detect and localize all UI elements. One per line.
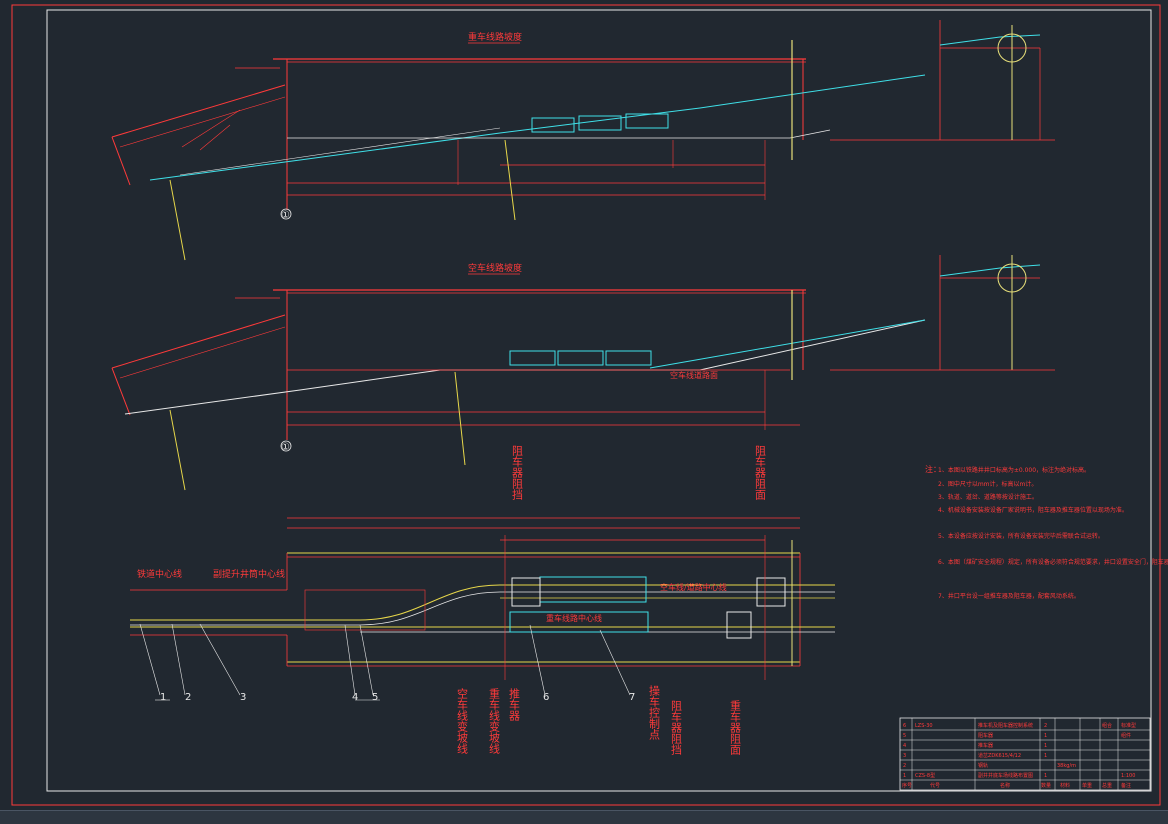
status-bar (0, 810, 1168, 824)
vlabel-3: 推车器 (508, 687, 521, 722)
axis-mark-top: ① (281, 210, 290, 221)
tb-r1-note: 标准型 (1121, 722, 1136, 729)
vertical-labels: 空车线变坡线 重车线变坡线 推车器 阻车器阻挡 操车控制点 阻车器阻挡 重车器阻… (456, 445, 767, 756)
plan-track-label-2: 重车线路中心线 (546, 613, 602, 623)
tb-r6-name: 副井井底车场线路布置图 (978, 772, 1033, 779)
vlabel-4: 阻车器阻挡 (511, 445, 524, 501)
note-6: 6、本图（煤矿安全规程）规定，所有设备必须符合规范要求，井口设置安全门，阻车器采… (938, 558, 1168, 566)
note-7: 7、井口平台设一组推车器及阻车器，配套风动系统。 (938, 592, 1080, 600)
tb-r6-qty: 1 (1044, 773, 1047, 779)
vlabel-2: 重车线变坡线 (488, 687, 501, 754)
sheet-outer-border (11, 4, 1161, 806)
note-4: 4、机械设备安装按设备厂家说明书，阻车器及推车器位置以现场为准。 (938, 506, 1128, 514)
tb-r2-qty: 1 (1044, 733, 1047, 739)
tb-r5-mat: 38kg/m (1057, 763, 1076, 769)
empty-note: 空车线道路面 (670, 370, 718, 380)
tb-r3-qty: 1 (1044, 743, 1047, 749)
vlabel-1: 空车线变坡线 (456, 687, 469, 754)
tb-r1-w: 组合 (1102, 722, 1112, 729)
vlabel-8: 阻车器阻面 (754, 445, 767, 500)
axis-mark-mid: ① (281, 442, 290, 453)
callout-7: 7 (629, 692, 635, 703)
sheet-inner-border (46, 9, 1152, 792)
callout-4: 4 (352, 692, 358, 703)
tb-r1-code: LZS-30 (915, 723, 933, 729)
plan-track-label-1: 空车线/道路中心线 (660, 582, 727, 592)
tb-footer-1: 代号 (930, 782, 940, 789)
tb-r5-name: 钢轨 (978, 762, 988, 769)
notes-header: 注： (925, 464, 941, 474)
tb-r3-name: 推车器 (978, 742, 993, 749)
tb-footer-2: 名称 (1000, 782, 1010, 789)
tb-r3-no: 4 (903, 743, 906, 749)
tb-footer-3: 数量 (1041, 782, 1051, 789)
callouts: 1 2 3 4 5 6 7 ① ① (160, 210, 635, 703)
tb-footer-4: 材料 (1060, 782, 1070, 789)
callout-1: 1 (160, 692, 166, 703)
tb-r1-name: 推车机及阻车器控制系统 (978, 722, 1033, 729)
callout-2: 2 (185, 692, 191, 703)
tb-r1-no: 6 (903, 723, 906, 729)
vlabel-6: 阻车器阻挡 (670, 700, 683, 756)
plan-view (130, 517, 835, 701)
note-2: 2、图中尺寸以mm计，标高以m计。 (938, 480, 1037, 488)
tb-footer-5: 单重 (1082, 782, 1092, 789)
shaft-center-label: 副提升井筒中心线 (213, 568, 285, 580)
vlabel-5: 操车控制点 (648, 684, 661, 741)
tb-r4-no: 3 (903, 753, 906, 759)
callout-6: 6 (543, 692, 549, 703)
tb-footer-0: 序号 (902, 782, 912, 789)
tb-r4-name: 道岔ZDK615/4/12 (978, 752, 1021, 759)
callout-5: 5 (372, 692, 378, 703)
vlabel-7: 重车器阻面 (729, 699, 742, 755)
tb-r2-no: 5 (903, 733, 906, 739)
note-5: 5、本设备应按设计安装，所有设备安装完毕后需联合试运转。 (938, 532, 1104, 540)
tb-r6-code: CZS-8型 (915, 772, 935, 779)
callout-3: 3 (240, 692, 246, 703)
tb-r2-note: 组件 (1121, 732, 1131, 739)
tb-r4-qty: 1 (1044, 753, 1047, 759)
title-block: 6 LZS-30 推车机及阻车器控制系统 2 组合 标准型 5 阻车器 1 组件… (899, 717, 1151, 791)
empty-title: 空车线路坡度 (468, 262, 522, 274)
tunnel-center-label: 铁道中心线 (137, 568, 182, 580)
tb-r5-no: 2 (903, 763, 906, 769)
tb-r6-note: 1:100 (1121, 773, 1135, 779)
note-1: 1、本图以铁路井井口标高为±0.000，标注为绝对标高。 (938, 466, 1090, 474)
tb-footer-6: 总重 (1102, 782, 1112, 789)
notes-block: 注： 1、本图以铁路井井口标高为±0.000，标注为绝对标高。 2、图中尺寸以m… (925, 464, 1168, 600)
loaded-elevation: 重车线路坡度 (111, 20, 1055, 261)
tb-r6-no: 1 (903, 773, 906, 779)
empty-elevation: 空车线路坡度 空车线道路面 (111, 255, 1055, 491)
tb-r1-qty: 2 (1044, 723, 1047, 729)
tb-footer-7: 备注 (1121, 782, 1131, 789)
loaded-title: 重车线路坡度 (468, 31, 522, 43)
tb-r2-name: 阻车器 (978, 732, 993, 739)
note-3: 3、轨道、道岔、道路等按设计施工。 (938, 493, 1038, 501)
